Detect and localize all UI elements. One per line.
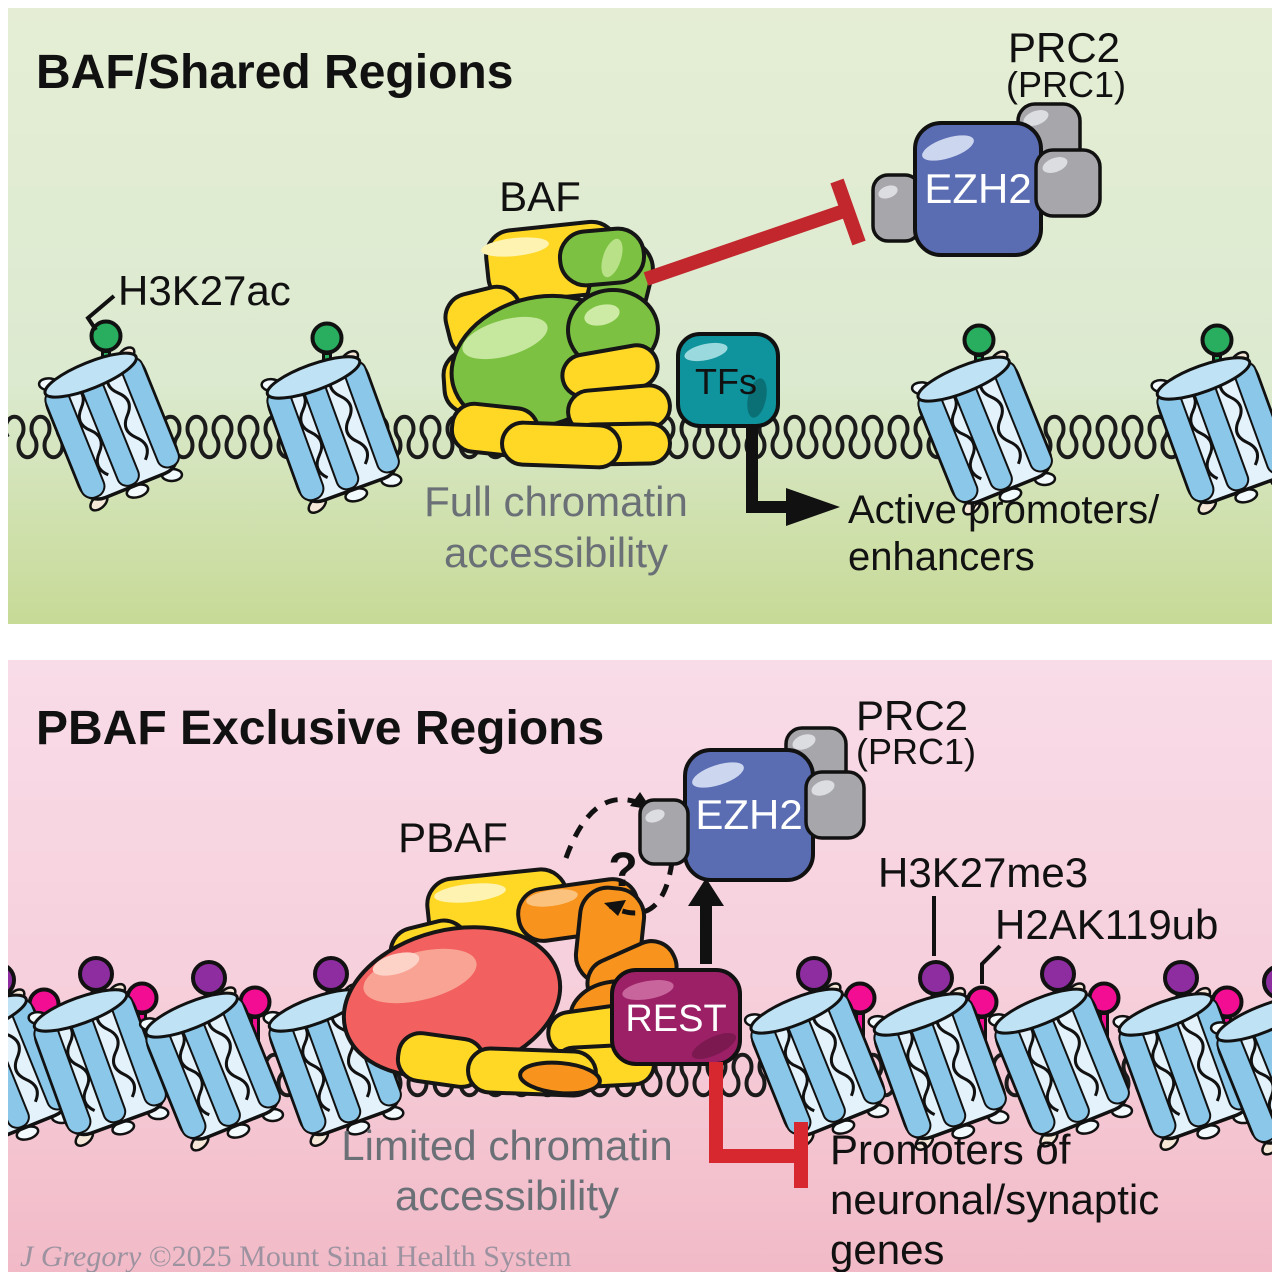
ezh2-label-top: EZH2 [924,165,1031,212]
activation-arrow-tfs [746,424,840,526]
h2ak119ub-label: H2AK119ub [995,901,1218,948]
outcome-bottom-1: Promoters of [830,1126,1071,1173]
baf-complex-illustration [441,219,672,470]
pbaf-complex-illustration [341,867,679,1098]
prc2-subunit [804,770,866,840]
ezh2-label-bottom: EZH2 [695,791,802,838]
activation-arrow-rest-ezh2 [688,878,724,964]
outcome-top-2: enhancers [848,535,1035,579]
accessibility-note-bottom-2: accessibility [395,1172,619,1219]
rest-box: REST [610,968,742,1066]
prc1-label-bottom: (PRC1) [856,731,976,772]
outcome-top-1: Active promoters/ [848,488,1160,532]
inhibition-arrow-baf-prc2 [643,178,866,286]
prc2-label-bottom: PRC2 [856,692,968,739]
h3k27ac-label: H3K27ac [118,267,291,314]
inhibition-arrow-rest-promoters [709,1062,808,1188]
rest-label: REST [625,998,726,1040]
question-mark: ? [608,844,637,897]
accessibility-note-top-2: accessibility [444,529,668,576]
panel-pbaf-exclusive: ? EZH2 PRC2 (PRC1) REST [8,660,1272,1273]
h3k27me3-label: H3K27me3 [878,849,1088,896]
prc2-subunit [1034,148,1102,218]
prc2-subunit [871,173,922,243]
tfs-label: TFs [695,361,757,402]
tfs-box: TFs [676,332,780,428]
panel-title-bottom: PBAF Exclusive Regions [36,702,604,755]
accessibility-note-bottom-1: Limited chromatin [341,1122,672,1169]
prc2-complex-top: EZH2 [871,102,1102,257]
prc2-complex-bottom: EZH2 [638,726,866,882]
panel-baf-shared: EZH2 PRC2 (PRC1) TFs BAF/Shared Regions … [8,8,1272,624]
h3k27ac-pointer-line [85,294,116,332]
prc2-label-top: PRC2 [1008,24,1120,71]
panel-title-top: BAF/Shared Regions [36,46,513,99]
h2ak119ub-pointer-line [980,944,1002,984]
outcome-bottom-2: neuronal/synaptic [830,1176,1159,1223]
baf-complex-label: BAF [499,173,581,220]
accessibility-note-top-1: Full chromatin [424,478,688,525]
prc1-label-top: (PRC1) [1006,64,1126,105]
outcome-bottom-3: genes [830,1226,944,1273]
prc2-subunit [638,798,690,866]
pbaf-complex-label: PBAF [398,814,508,861]
artist-credit: J Gregory ©2025 Mount Sinai Health Syste… [20,1240,572,1273]
